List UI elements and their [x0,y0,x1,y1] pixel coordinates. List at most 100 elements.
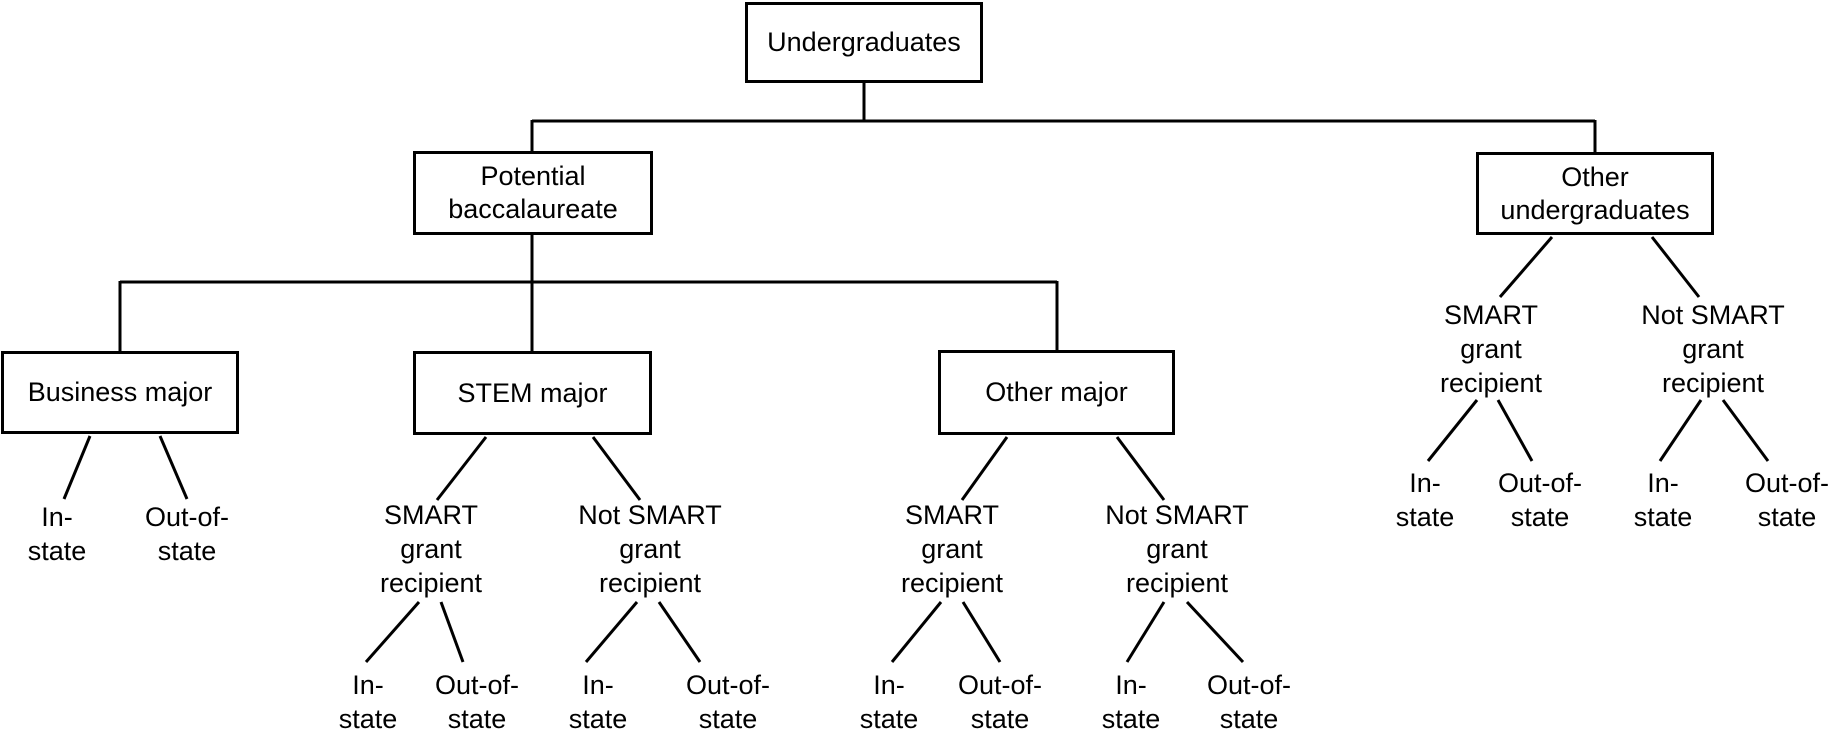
node-undergraduates-label: Undergraduates [767,27,961,57]
edge-otherug-notsmart [1650,236,1701,298]
node-othermajor-smart-out-of-state: Out-of- state [958,668,1042,734]
label-line: Out-of- [685,670,771,700]
label-line: In- [1115,670,1147,700]
edge-othermajor-notsmart-in [1125,601,1166,663]
label-line: recipient [1661,368,1765,398]
edge-othermajor-smart-out [961,601,1002,663]
node-stem-notsmart-in-state: In- state [569,668,628,734]
edge-stem-notsmart [591,436,642,501]
node-othermajor-notsmart-in-state: In- state [1102,668,1161,734]
node-otherug-smart-out-of-state: Out-of- state [1498,466,1582,534]
label-line: state [1510,502,1570,532]
edge-otherug-smart-in [1426,399,1479,462]
node-othermajor-smart-grant-recipient: SMART grant recipient [901,498,1003,600]
edge-business-in [62,435,92,500]
label-line: state [970,704,1030,734]
node-otherug-notsmart-out-of-state: Out-of- state [1745,466,1829,534]
node-stem-not-smart-grant-recipient: Not SMART grant recipient [578,498,722,600]
edge-stem-smart-in [364,601,421,663]
node-stem-major-label: STEM major [457,377,608,408]
label-line: In- [41,502,73,532]
label-line: state [859,704,919,734]
label-line: In- [1647,468,1679,498]
label-line: Not SMART [1105,500,1249,530]
label-line: In- [352,670,384,700]
label-line: SMART [1443,300,1538,330]
edge-otherug-smart-out [1496,399,1534,462]
node-stem-major: STEM major [413,351,652,435]
edge-otherug-notsmart-out [1721,399,1770,462]
label-line: state [27,536,87,566]
label-line: SMART [904,500,999,530]
node-otherug-smart-in-state: In- state [1396,466,1455,534]
label-line: Other [1561,161,1629,192]
node-otherug-not-smart-grant-recipient: Not SMART grant recipient [1641,298,1785,400]
label-line: state [1101,704,1161,734]
node-stem-smart-out-of-state: Out-of- state [435,668,519,734]
label-line: state [157,536,217,566]
node-business-out-of-state: Out-of- state [145,500,229,568]
label-line: In- [582,670,614,700]
edge-otherug-notsmart-in [1658,399,1703,462]
node-othermajor-not-smart-grant-recipient: Not SMART grant recipient [1105,498,1249,600]
label-line: state [447,704,507,734]
node-undergraduates: Undergraduates [745,2,983,83]
node-othermajor-smart-in-state: In- state [860,668,919,734]
label-line: SMART [383,500,478,530]
node-stem-smart-in-state: In- state [339,668,398,734]
node-stem-notsmart-out-of-state: Out-of- state [686,668,770,734]
node-othermajor-notsmart-out-of-state: Out-of- state [1207,668,1291,734]
label-line: grant [1146,534,1208,564]
label-line: Not SMART [1641,300,1785,330]
label-line: Out-of- [1206,670,1292,700]
label-line: state [1219,704,1279,734]
node-potential-baccalaureate-label: Potential baccalaureate [448,160,618,226]
label-line: Out-of- [144,502,230,532]
label-line: Out-of- [957,670,1043,700]
edge-business-out [158,435,189,500]
label-line: Not SMART [578,500,722,530]
edge-othermajor-notsmart-out [1185,600,1245,664]
label-line: baccalaureate [448,194,618,224]
edge-stem-notsmart-in [584,601,639,663]
node-other-major-label: Other major [985,377,1128,407]
label-line: undergraduates [1500,194,1690,225]
edge-stem-smart [435,436,488,501]
label-line: recipient [379,568,483,598]
label-line: recipient [1439,368,1543,398]
label-line: grant [1460,334,1522,364]
label-line: recipient [900,568,1004,598]
edge-otherug-smart [1498,236,1554,298]
edge-othermajor-smart-in [890,601,943,663]
label-line: grant [1682,334,1744,364]
node-otherug-smart-grant-recipient: SMART grant recipient [1440,298,1542,400]
label-line: state [1757,502,1817,532]
label-line: Out-of- [1744,468,1830,498]
label-line: Out-of- [1497,468,1583,498]
edge-stem-notsmart-out [657,601,702,663]
label-line: grant [921,534,983,564]
label-line: In- [873,670,905,700]
edge-othermajor-smart [960,436,1009,501]
label-line: state [568,704,628,734]
label-line: state [338,704,398,734]
edge-othermajor-notsmart [1115,436,1166,501]
label-line: state [1395,502,1455,532]
label-line: Potential [480,161,586,191]
node-other-major: Other major [938,350,1175,435]
label-line: recipient [1125,568,1229,598]
label-line: grant [400,534,462,564]
node-other-undergraduates: Other undergraduates [1476,152,1714,235]
edge-stem-smart-out [439,601,465,663]
node-potential-baccalaureate: Potential baccalaureate [413,151,653,235]
node-stem-smart-grant-recipient: SMART grant recipient [380,498,482,600]
label-line: grant [619,534,681,564]
node-otherug-notsmart-in-state: In- state [1634,466,1693,534]
label-line: recipient [598,568,702,598]
label-line: state [1633,502,1693,532]
node-other-undergraduates-label: Other undergraduates [1500,161,1689,227]
label-line: In- [1409,468,1441,498]
node-business-in-state: In- state [28,500,87,568]
